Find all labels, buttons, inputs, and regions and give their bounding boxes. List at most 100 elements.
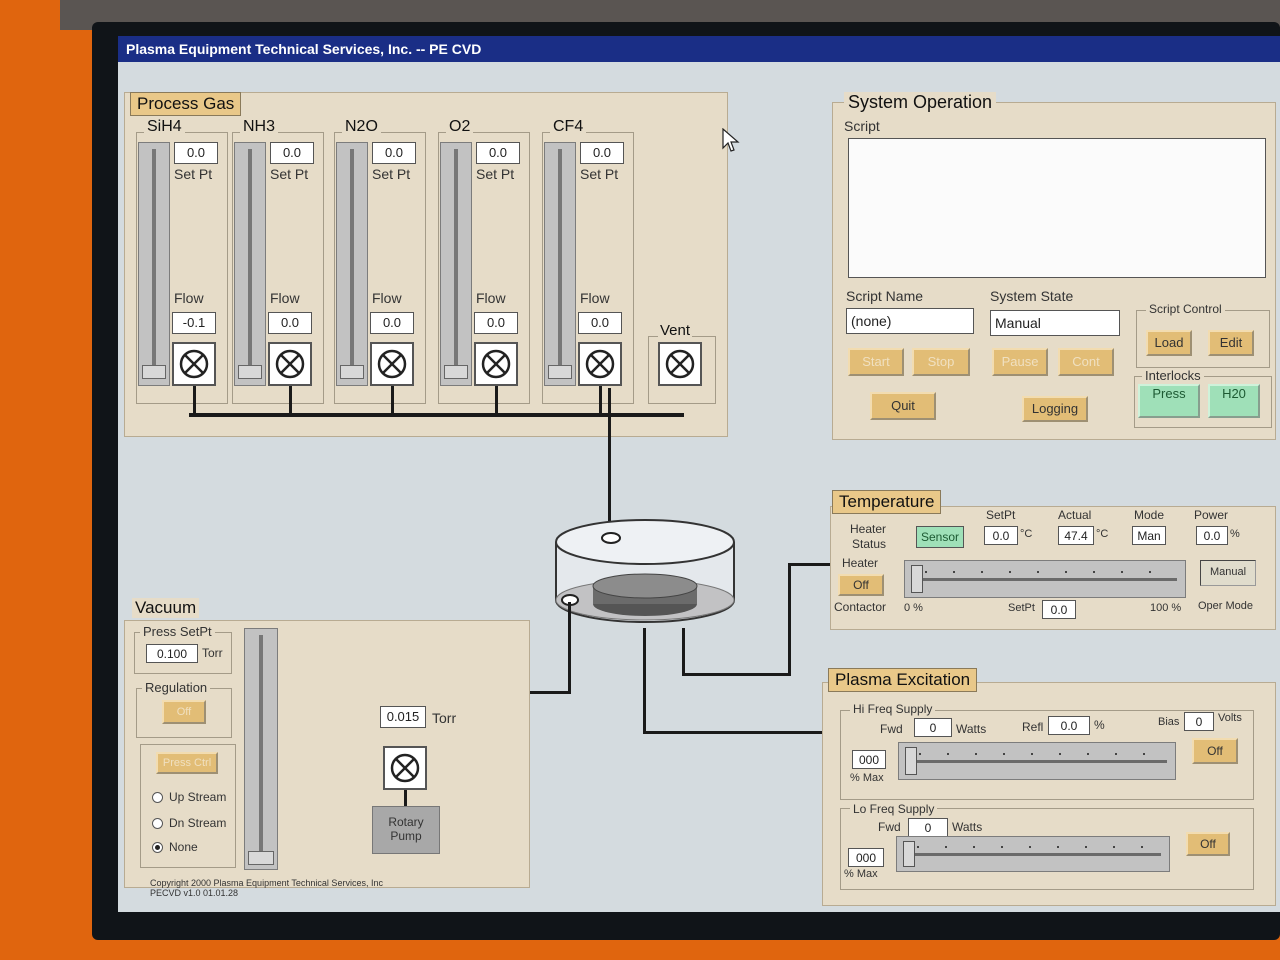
temp-power-label: Power <box>1194 508 1229 522</box>
gas-flow-slider[interactable] <box>234 142 266 386</box>
gas-setpoint-field[interactable]: 0.0 <box>174 142 218 164</box>
vacuum-slider-thumb[interactable] <box>248 851 274 865</box>
hi-freq-off-button[interactable]: Off <box>1192 738 1238 764</box>
heater-slider-setpt-field[interactable]: 0.0 <box>1042 600 1076 619</box>
gas-drop-line <box>599 386 602 416</box>
hi-refl-field: 0.0 <box>1048 716 1090 735</box>
up-stream-radio-dot <box>152 792 163 804</box>
pause-button[interactable]: Pause <box>992 348 1048 376</box>
gas-flow-slider[interactable] <box>544 142 576 386</box>
lo-freq-slider-thumb[interactable] <box>903 841 915 867</box>
press-ctrl-button[interactable]: Press Ctrl <box>156 752 218 774</box>
gas-name-label: NH3 <box>240 118 279 136</box>
process-gas-title: Process Gas <box>130 92 242 116</box>
gas-drop-line <box>391 386 394 416</box>
lo-freq-slider[interactable] <box>896 836 1170 872</box>
heater-min-label: 0 % <box>904 602 923 614</box>
cont-button[interactable]: Cont <box>1058 348 1114 376</box>
gas-flow-slider[interactable] <box>138 142 170 386</box>
vent-valve-icon[interactable] <box>658 342 702 386</box>
gas-drop-line <box>289 386 292 416</box>
lo-fwd-field[interactable]: 0 <box>908 818 948 837</box>
window-titlebar: Plasma Equipment Technical Services, Inc… <box>118 36 1280 62</box>
hi-fwd-field[interactable]: 0 <box>914 718 952 737</box>
gas-flow-label: Flow <box>372 290 402 306</box>
window-title: Plasma Equipment Technical Services, Inc… <box>126 41 482 57</box>
quit-button[interactable]: Quit <box>870 392 936 420</box>
gas-setpoint-label: Set Pt <box>580 166 619 182</box>
hi-max-label: % Max <box>850 772 884 784</box>
heater-max-label: 100 % <box>1150 602 1182 614</box>
gas-channel-3 <box>438 132 530 404</box>
heater-line-end <box>788 563 830 566</box>
lo-freq-off-button[interactable]: Off <box>1186 832 1230 856</box>
dn-stream-radio[interactable]: Dn Stream <box>152 816 226 830</box>
hi-freq-group <box>840 710 1254 800</box>
gas-slider-thumb[interactable] <box>340 365 364 379</box>
heater-power-slider[interactable] <box>904 560 1186 598</box>
gas-setpoint-field[interactable]: 0.0 <box>372 142 416 164</box>
oper-mode-button[interactable]: Manual <box>1200 560 1256 586</box>
gas-slider-thumb[interactable] <box>548 365 572 379</box>
regulation-off-button[interactable]: Off <box>162 700 206 724</box>
gas-slider-thumb[interactable] <box>444 365 468 379</box>
hi-freq-slider-thumb[interactable] <box>905 747 917 775</box>
hi-freq-slider-track <box>907 760 1167 763</box>
gas-flow-label: Flow <box>270 290 300 306</box>
press-setpt-field[interactable]: 0.100 <box>146 644 198 663</box>
gas-slider-thumb[interactable] <box>142 365 166 379</box>
vacuum-slider-track <box>259 635 263 863</box>
heater-status-label: Heater Status <box>850 522 887 551</box>
up-stream-label: Up Stream <box>169 790 227 804</box>
gas-valve-icon[interactable] <box>370 342 414 386</box>
none-radio[interactable]: None <box>152 840 198 854</box>
pump-valve-icon[interactable] <box>383 746 427 790</box>
heater-status-indicator: Sensor <box>916 526 964 548</box>
temp-setpt-field[interactable]: 0.0 <box>984 526 1018 545</box>
gas-valve-icon[interactable] <box>474 342 518 386</box>
script-control-label: Script Control <box>1146 302 1225 316</box>
gas-setpoint-field[interactable]: 0.0 <box>476 142 520 164</box>
heater-line-up <box>788 563 791 676</box>
hi-freq-slider[interactable] <box>898 742 1176 780</box>
gas-valve-icon[interactable] <box>268 342 312 386</box>
lo-max-field[interactable]: 000 <box>848 848 884 867</box>
lo-freq-label: Lo Freq Supply <box>850 802 938 816</box>
gas-valve-icon[interactable] <box>578 342 622 386</box>
lo-freq-slider-track <box>905 853 1161 856</box>
gas-flow-field: 0.0 <box>474 312 518 334</box>
gas-setpoint-field[interactable]: 0.0 <box>580 142 624 164</box>
temp-power-unit: % <box>1230 528 1240 540</box>
gas-valve-icon[interactable] <box>172 342 216 386</box>
logging-button[interactable]: Logging <box>1022 396 1088 422</box>
gas-name-label: SiH4 <box>144 118 185 136</box>
heater-off-button[interactable]: Off <box>838 574 884 596</box>
stop-button[interactable]: Stop <box>912 348 970 376</box>
gas-name-label: O2 <box>446 118 474 136</box>
script-textarea[interactable] <box>848 138 1266 278</box>
temp-mode-label: Mode <box>1134 508 1165 522</box>
gas-slider-thumb[interactable] <box>238 365 262 379</box>
gas-slider-track <box>152 149 156 379</box>
up-stream-radio[interactable]: Up Stream <box>152 790 226 804</box>
script-name-field[interactable]: (none) <box>846 308 974 334</box>
oper-mode-label: Oper Mode <box>1198 600 1254 612</box>
gas-feed-line <box>608 388 611 538</box>
gas-name-label: N2O <box>342 118 381 136</box>
hi-refl-unit: % <box>1094 718 1105 732</box>
edit-button[interactable]: Edit <box>1208 330 1254 356</box>
gas-flow-slider[interactable] <box>336 142 368 386</box>
contactor-label: Contactor <box>834 600 887 614</box>
gas-setpoint-label: Set Pt <box>174 166 213 182</box>
hi-refl-label: Refl <box>1022 720 1044 734</box>
gas-flow-slider[interactable] <box>440 142 472 386</box>
script-label: Script <box>844 118 880 134</box>
temp-power-field: 0.0 <box>1196 526 1228 545</box>
load-button[interactable]: Load <box>1146 330 1192 356</box>
gas-setpoint-field[interactable]: 0.0 <box>270 142 314 164</box>
vacuum-slider[interactable] <box>244 628 278 870</box>
heater-slider-thumb[interactable] <box>911 565 923 593</box>
hi-max-field[interactable]: 000 <box>852 750 886 769</box>
copyright-text: Copyright 2000 Plasma Equipment Technica… <box>150 878 383 898</box>
start-button[interactable]: Start <box>848 348 904 376</box>
